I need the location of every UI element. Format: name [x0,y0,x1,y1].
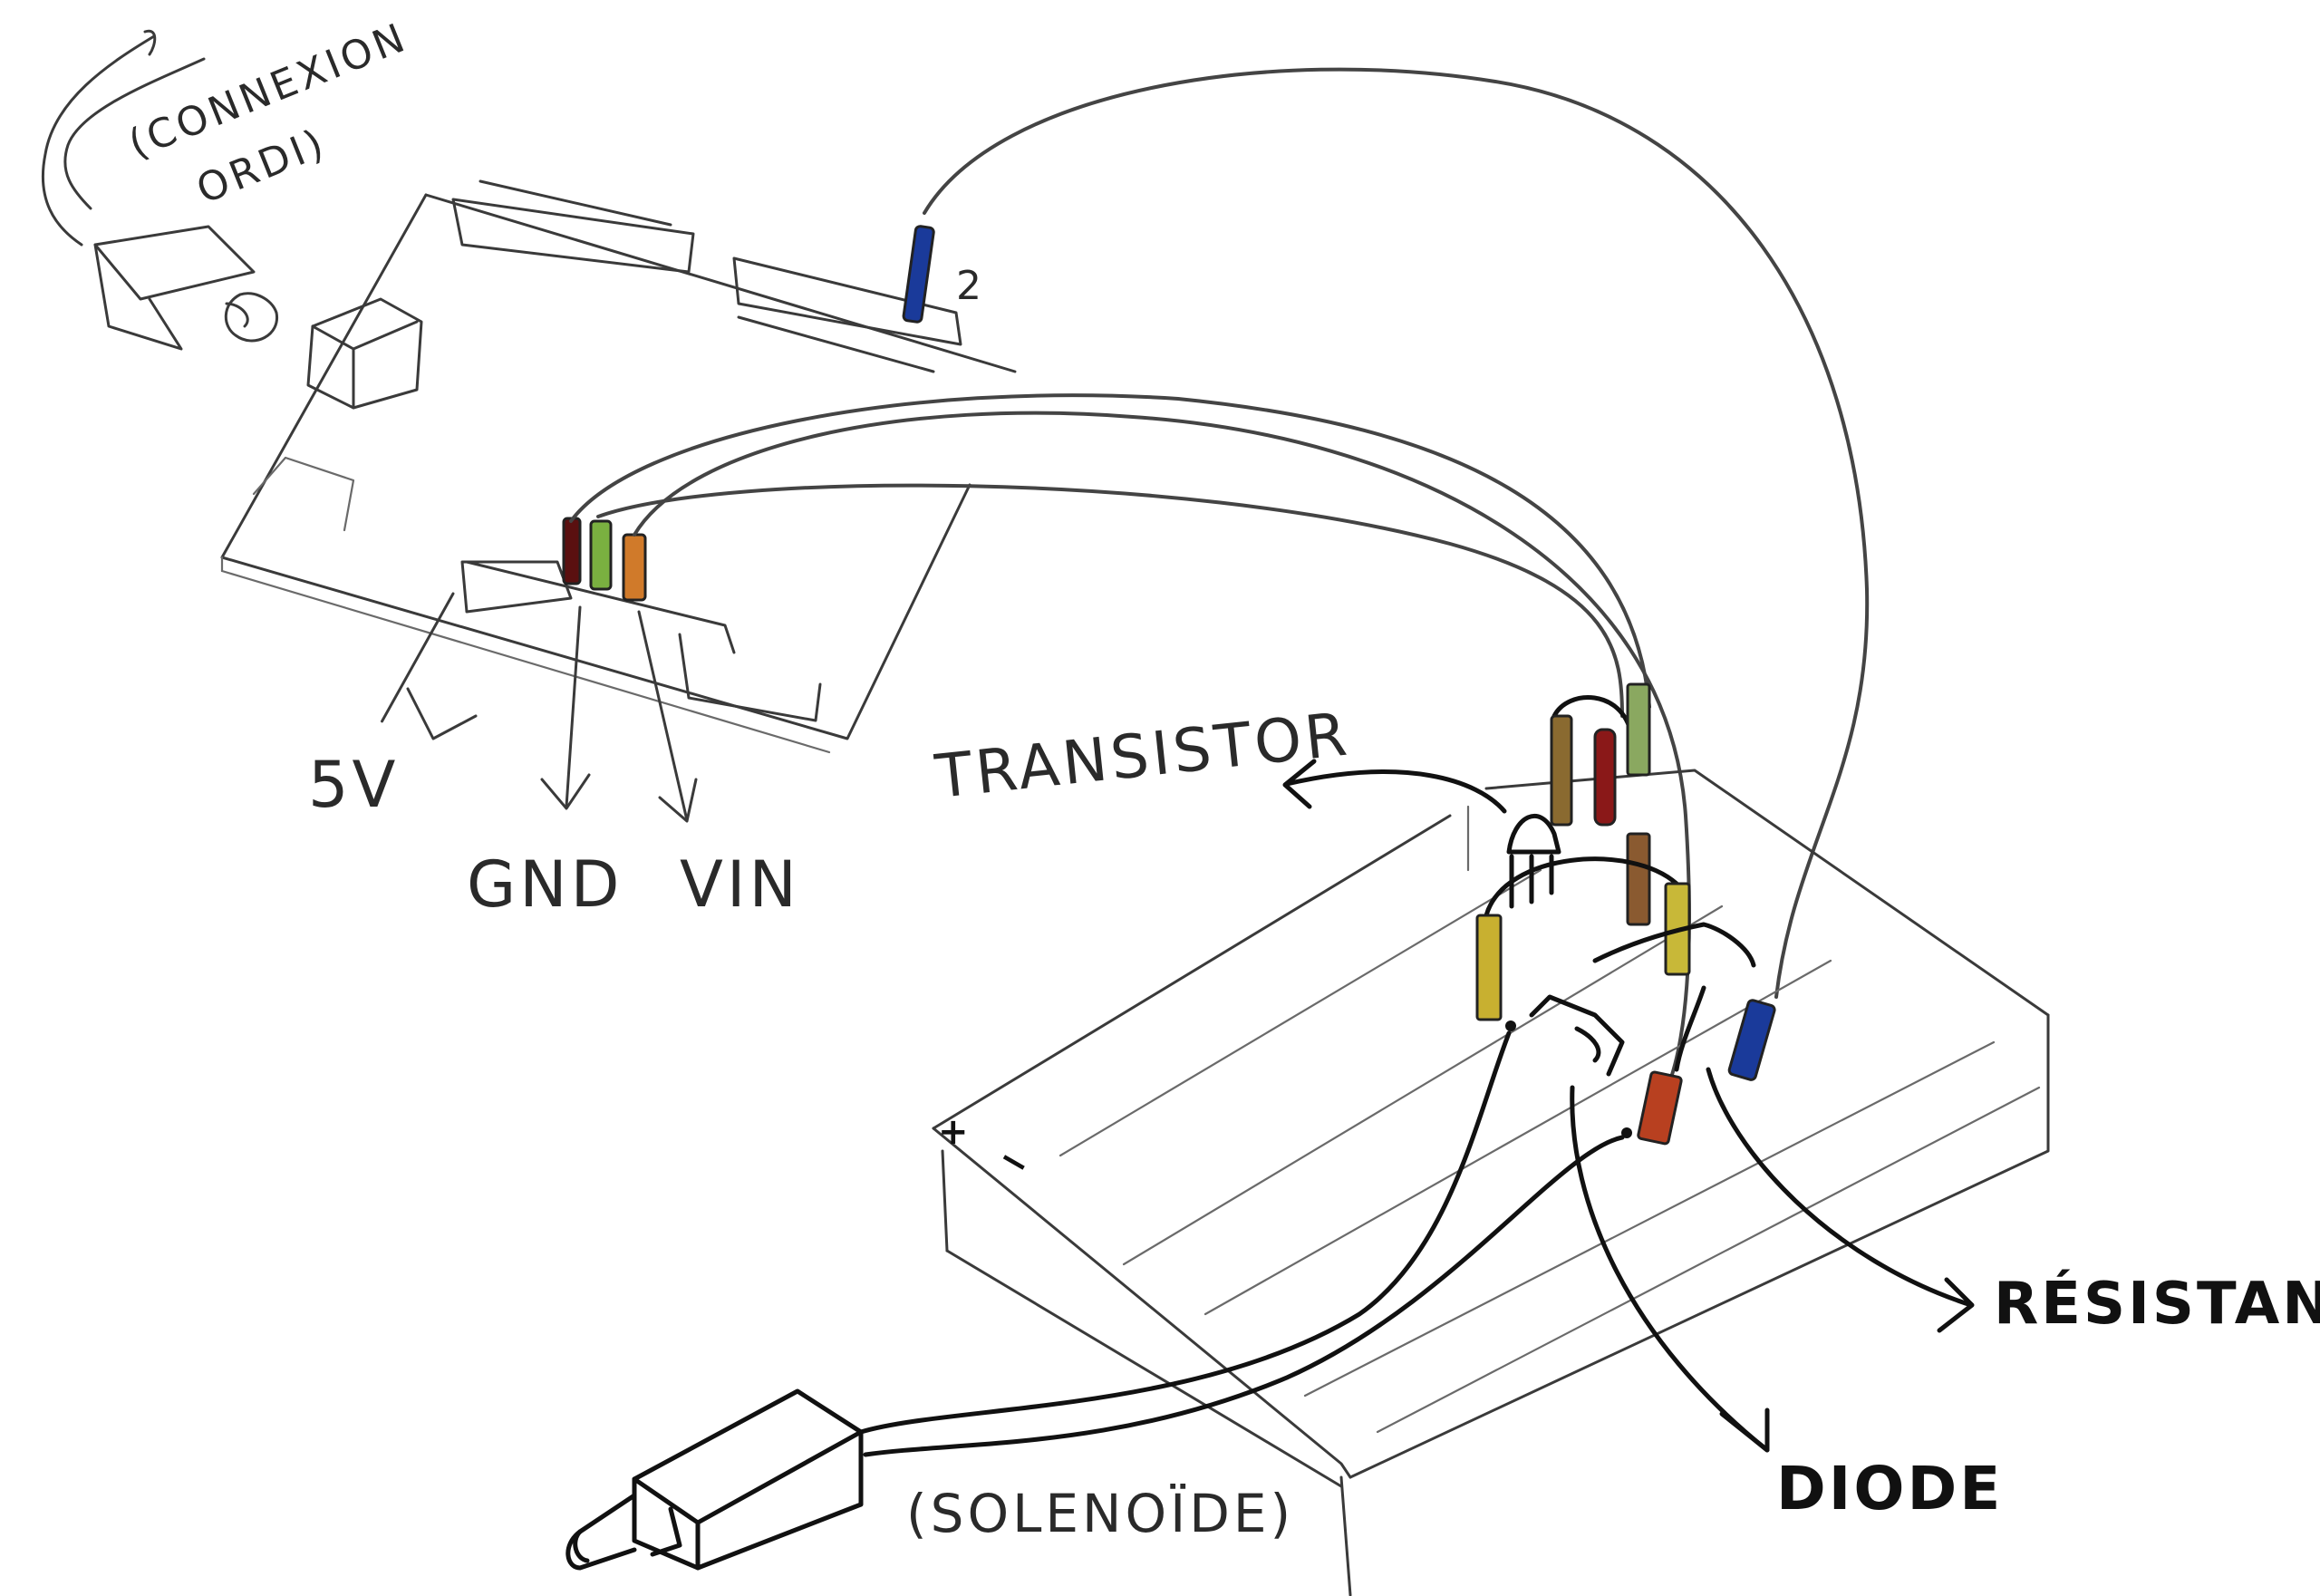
resistance-label: RÉSISTANCE [1994,1269,2320,1338]
pin-5v-label: 5V [308,748,399,822]
arduino-board [220,179,1017,754]
jumper-pin2-blue [902,225,935,324]
diode [1505,994,1632,1138]
pin-arrows [381,592,698,823]
pin-number-label: 2 [956,263,985,309]
resistance-arrow-head [1937,1277,1975,1333]
pin-vin-label: VIN [680,847,800,922]
rail-plus-label: + [938,1111,972,1153]
breadboard [932,769,2050,1596]
pin-gnd-label: GND [467,847,624,922]
solenoid-wires [858,1030,1625,1457]
usb-cable [41,29,206,247]
diode-pointer-arrow [1570,1085,1770,1453]
bb-jumper-yellow-left [1475,914,1503,1021]
solenoid [566,1388,864,1571]
bb-jumper-arc-bottom [1484,856,1679,918]
bb-jumper-brown2 [1626,832,1651,926]
transistor-label: TRANSISTOR [932,699,1354,812]
jumper-vin [622,533,647,602]
bb-jumper-green [1626,682,1651,777]
usb-connector [93,225,278,351]
jumper-5v [562,517,582,585]
transistor-arrow-head [1282,759,1317,809]
transistor [1506,813,1561,909]
bb-jumper-red [1593,728,1617,827]
bb-jumper-blue [1727,999,1776,1081]
diode-arrow-head [1719,1407,1770,1453]
diode-label: DIODE [1776,1454,2003,1523]
transistor-pointer-arrow [1284,769,1507,814]
bb-jumper-brown [1550,714,1573,827]
solenoid-label: (SOLENOÏDE) [906,1483,1294,1544]
resistance-pointer-arrow [1706,1067,1974,1308]
resistor [1592,922,1756,1072]
bb-jumper-red-bottom [1637,1070,1683,1146]
jumper-gnd [589,519,613,591]
